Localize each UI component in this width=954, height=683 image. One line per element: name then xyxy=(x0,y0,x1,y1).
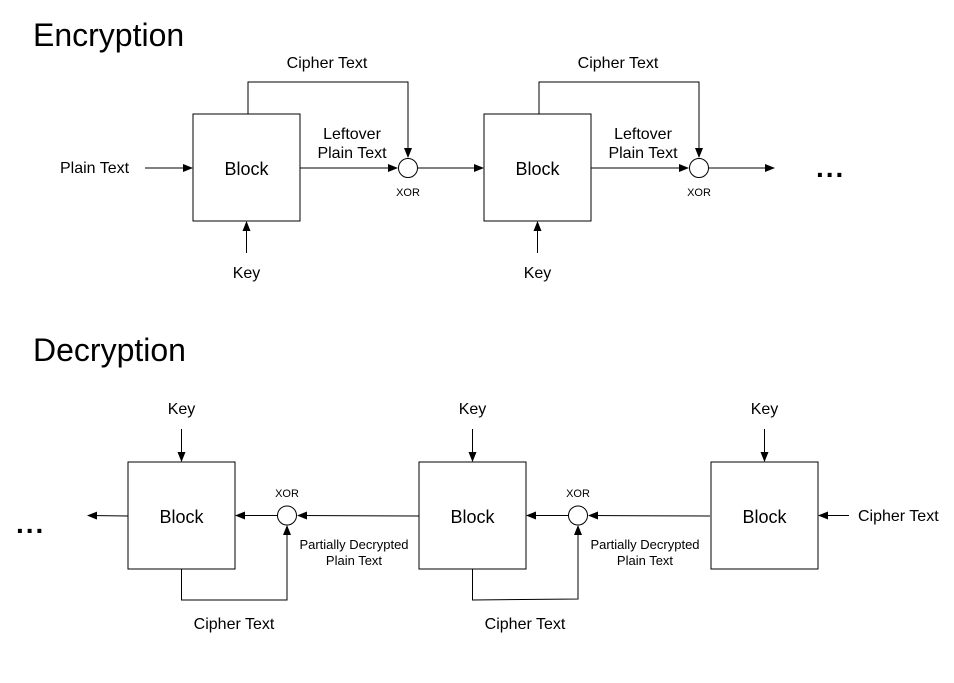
leftover-1-line1: Leftover xyxy=(323,126,381,143)
decryption-block-3-label: Block xyxy=(742,507,787,527)
decryption-xor-2 xyxy=(568,505,588,526)
decryption-xor-1 xyxy=(277,505,297,526)
encryption-xor-2 xyxy=(689,158,709,178)
decryption-cipher-text-2-label: Cipher Text xyxy=(485,616,566,633)
encryption-key-2-label: Key xyxy=(524,265,552,282)
decryption-output-arrow xyxy=(87,511,129,520)
decryption-cipher-feedback-1 xyxy=(181,525,291,601)
decryption-heading: Decryption xyxy=(33,332,186,368)
encryption-cipher-text-2-label: Cipher Text xyxy=(578,55,659,72)
encryption-xor-1-label: XOR xyxy=(396,187,420,199)
decryption-block-3 xyxy=(710,461,819,570)
leftover-2-line1: Leftover xyxy=(614,126,672,143)
decryption-key-1-label: Key xyxy=(168,401,196,418)
decryption-key-2-label: Key xyxy=(459,401,487,418)
decryption-section: Decryption ... Block Key XOR Cipher Text… xyxy=(16,332,939,633)
encryption-xor-2-label: XOR xyxy=(687,187,711,199)
decryption-cipher-feedback-2 xyxy=(472,525,582,601)
partial-1-arrow xyxy=(297,511,420,520)
partial-2-line1: Partially Decrypted xyxy=(590,537,699,552)
leftover-2-line2: Plain Text xyxy=(608,145,678,162)
encryption-block-1-label: Block xyxy=(224,159,269,179)
encryption-block-2-label: Block xyxy=(515,159,560,179)
plain-text-label: Plain Text xyxy=(60,160,130,177)
decryption-block-1-label: Block xyxy=(159,507,204,527)
decryption-key-3-label: Key xyxy=(751,401,779,418)
partial-2-line2: Plain Text xyxy=(617,553,674,568)
decryption-block-2-label: Block xyxy=(450,507,495,527)
partial-1-line2: Plain Text xyxy=(326,553,383,568)
cipher-text-feedback-1 xyxy=(247,81,412,158)
leftover-1-line2: Plain Text xyxy=(317,145,387,162)
decryption-block-2 xyxy=(418,461,527,570)
encryption-cipher-text-1-label: Cipher Text xyxy=(287,55,368,72)
encryption-heading: Encryption xyxy=(33,17,184,53)
encryption-continuation: ... xyxy=(816,152,845,183)
decryption-continuation: ... xyxy=(16,508,45,539)
partial-1-line1: Partially Decrypted xyxy=(299,537,408,552)
encryption-xor-1 xyxy=(398,158,418,178)
partial-2-arrow xyxy=(588,511,711,520)
decryption-cipher-text-1-label: Cipher Text xyxy=(194,616,275,633)
cipher-text-input-label: Cipher Text xyxy=(858,508,939,525)
decryption-xor-1-label: XOR xyxy=(275,488,299,500)
encryption-key-1-label: Key xyxy=(233,265,261,282)
cipher-text-feedback-2 xyxy=(538,81,703,158)
decryption-xor-2-label: XOR xyxy=(566,488,590,500)
encryption-section: Encryption Plain Text Block Key Cipher T… xyxy=(33,17,845,282)
